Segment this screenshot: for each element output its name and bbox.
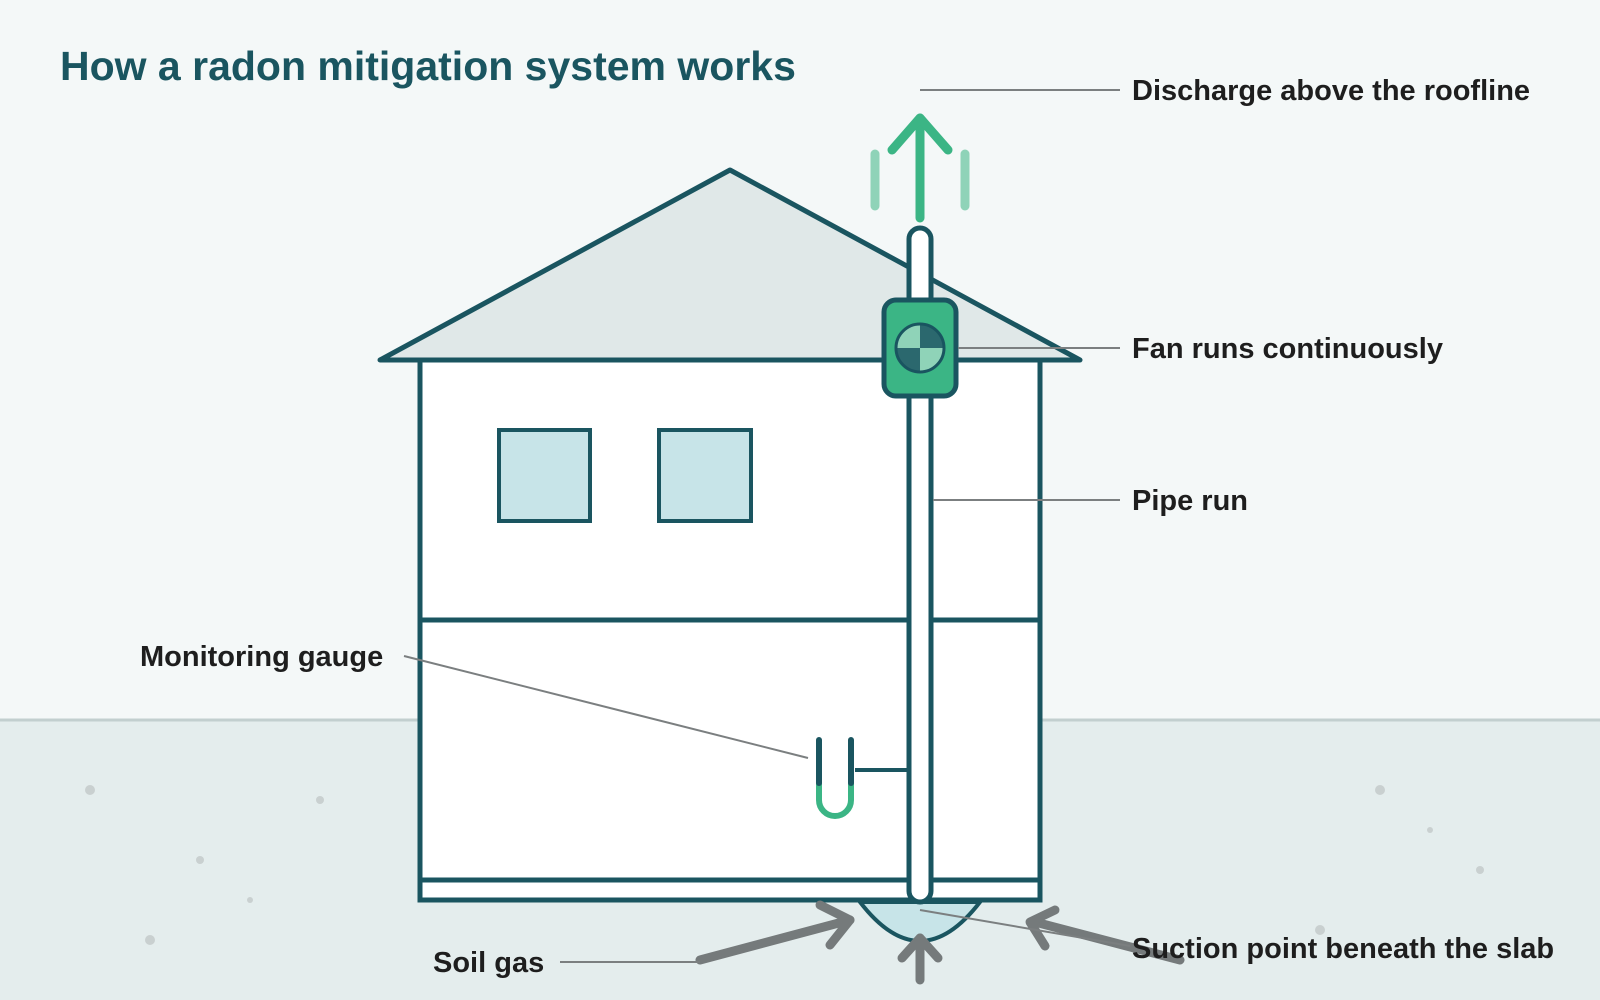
label-suction: Suction point beneath the slab [1132, 933, 1554, 965]
label-fan: Fan runs continuously [1132, 333, 1443, 365]
label-pipe: Pipe run [1132, 485, 1248, 517]
leader-suction [919, 909, 1131, 947]
label-discharge: Discharge above the roofline [1132, 75, 1530, 107]
soil-particles [85, 785, 1484, 945]
radon-fan [881, 297, 959, 399]
window-right [657, 428, 753, 523]
label-soil-gas: Soil gas [433, 947, 544, 979]
soil-gas-arrows [695, 900, 1185, 985]
house-roof [377, 167, 1083, 363]
label-gauge: Monitoring gauge [140, 641, 383, 673]
page-title: How a radon mitigation system works [60, 43, 796, 89]
gauge-u-tube [816, 780, 854, 819]
window-left [497, 428, 592, 523]
leader-gauge [403, 655, 809, 759]
discharge-arrow [887, 113, 953, 223]
